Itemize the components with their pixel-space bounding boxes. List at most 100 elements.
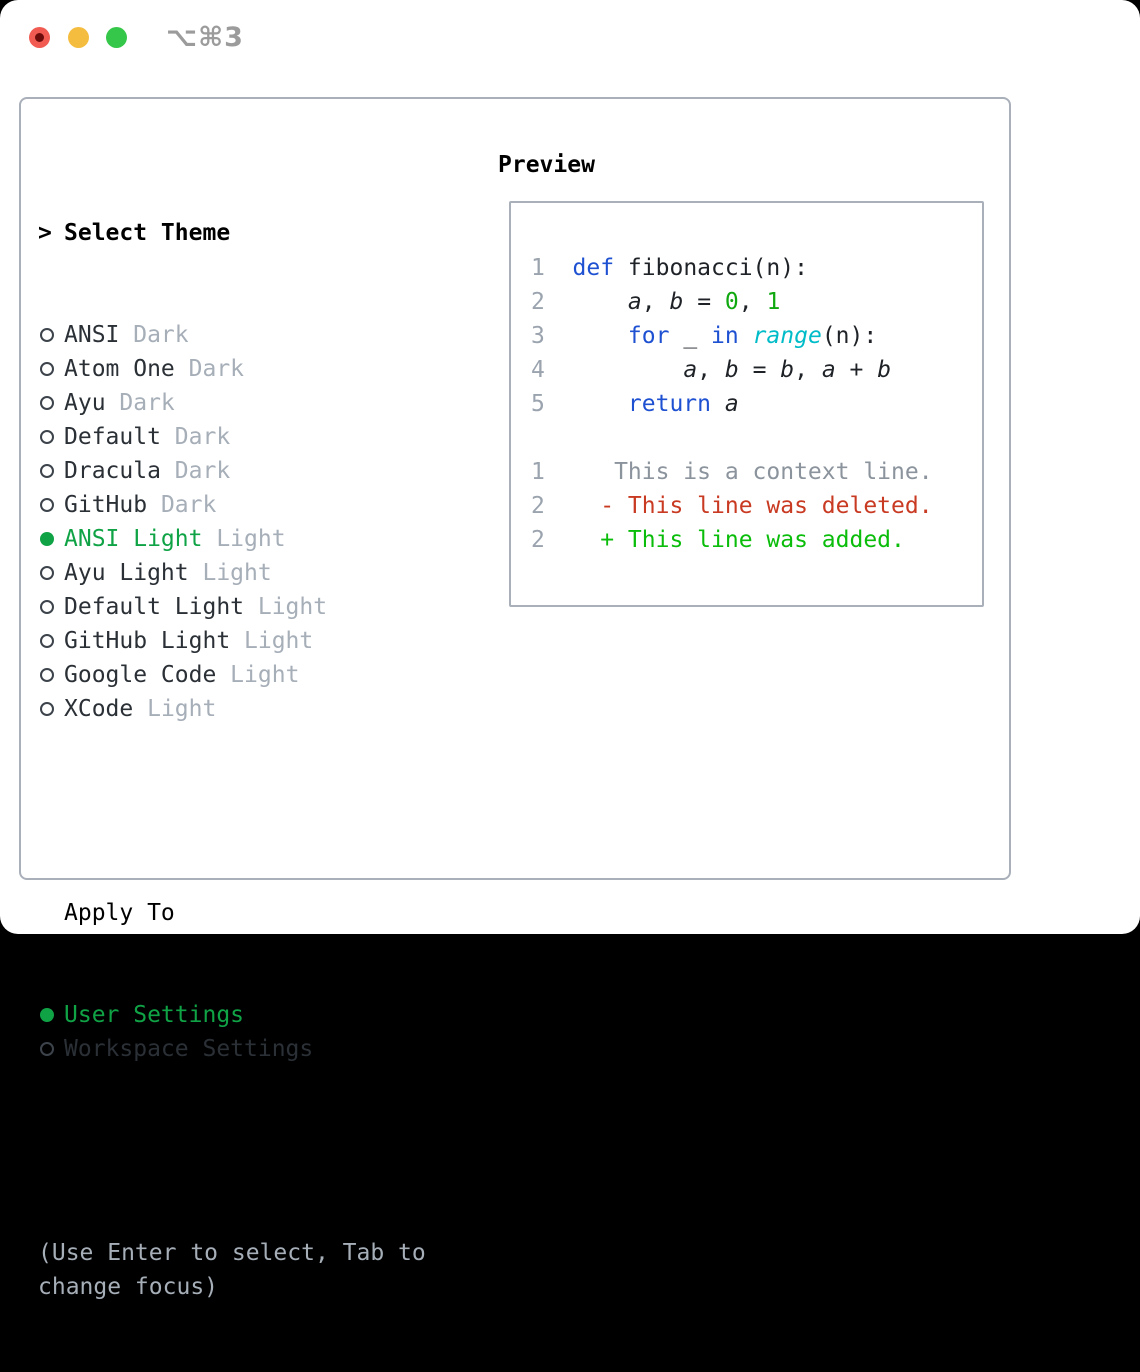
option-variant-label: Light — [202, 526, 286, 552]
radio-unselected-icon — [38, 600, 64, 614]
option-variant-label: Dark — [160, 424, 231, 450]
line-number: 4 — [531, 357, 545, 383]
theme-option-google-code[interactable]: Google Code Light — [38, 658, 426, 692]
theme-option-ayu[interactable]: Ayu Dark — [38, 386, 426, 420]
theme-option-github[interactable]: GitHub Dark — [38, 488, 426, 522]
code-segment-kw: for — [627, 323, 670, 349]
theme-option-xcode[interactable]: XCode Light — [38, 692, 426, 726]
option-variant-label: Light — [244, 594, 328, 620]
preview-title: Preview — [498, 152, 595, 178]
diff-line-deleted: 2 - This line was deleted. — [531, 489, 933, 523]
close-button[interactable] — [29, 27, 50, 48]
radio-unselected-icon — [38, 498, 64, 512]
theme-option-default[interactable]: Default Dark — [38, 420, 426, 454]
select-theme-header: > Select Theme — [38, 216, 426, 250]
apply-to-header: Apply To — [38, 896, 426, 930]
line-number: 1 — [531, 459, 545, 485]
help-text-line: (Use Enter to select, Tab to — [38, 1240, 426, 1266]
radio-unselected-icon — [38, 464, 64, 478]
code-segment-plain: , — [738, 289, 767, 315]
radio-unselected-icon — [38, 702, 64, 716]
help-text-line: change focus) — [38, 1274, 219, 1300]
theme-option-dracula[interactable]: Dracula Dark — [38, 454, 426, 488]
code-segment-plain — [573, 391, 628, 417]
maximize-button[interactable] — [106, 27, 127, 48]
code-line: 3 for _ in range(n): — [531, 319, 933, 353]
code-line: 2 a, b = 0, 1 — [531, 285, 933, 319]
help-text: (Use Enter to select, Tab to change focus… — [38, 1236, 426, 1304]
radio-unselected-icon — [38, 328, 64, 342]
option-label: Dracula — [64, 458, 161, 484]
code-segment-fn: range — [752, 323, 822, 349]
option-label: Default Light — [64, 594, 245, 620]
code-segment-ctx: This is a context line. — [572, 459, 933, 485]
apply-to-title: Apply To — [64, 900, 175, 926]
line-number: 5 — [531, 391, 545, 417]
option-label: Default — [64, 424, 161, 450]
focus-cursor-icon: > — [38, 220, 52, 246]
theme-option-ansi-light[interactable]: ANSI Light Light — [38, 522, 426, 556]
option-variant-label: Light — [188, 560, 272, 586]
blank-line — [531, 421, 933, 455]
code-segment-plain: , — [794, 357, 822, 383]
option-label: Ayu — [64, 390, 106, 416]
window-shortcut-label: ⌥⌘3 — [166, 22, 244, 53]
code-segment-plain: , — [641, 289, 670, 315]
select-theme-title: Select Theme — [64, 220, 231, 246]
title-bar: ⌥⌘3 — [0, 0, 1140, 76]
code-segment-var: b — [724, 357, 739, 383]
option-variant-label: Light — [133, 696, 217, 722]
code-segment-var: b — [780, 357, 795, 383]
option-variant-label: Light — [230, 628, 314, 654]
option-label: Google Code — [64, 662, 217, 688]
option-label: User Settings — [64, 1002, 245, 1028]
radio-unselected-icon — [38, 668, 64, 682]
code-segment-var: b — [877, 357, 892, 383]
code-segment-plain: _ — [669, 323, 712, 349]
close-button-dot — [35, 33, 44, 42]
diff-line-context: 1 This is a context line. — [531, 455, 933, 489]
code-segment-plain: = — [738, 357, 781, 383]
code-segment-plain — [573, 527, 601, 553]
code-line: 5 return a — [531, 387, 933, 421]
radio-unselected-icon — [38, 430, 64, 444]
code-segment-del: - This line was deleted. — [600, 493, 933, 519]
line-number: 3 — [531, 323, 545, 349]
code-segment-plain — [573, 323, 628, 349]
theme-option-ansi[interactable]: ANSI Dark — [38, 318, 426, 352]
code-segment-plain: (n): — [821, 323, 878, 349]
code-segment-plain: , — [697, 357, 725, 383]
code-segment-plain — [573, 289, 628, 315]
code-segment-add: + This line was added. — [600, 527, 905, 553]
option-label: Atom One — [64, 356, 175, 382]
code-segment-plain — [711, 391, 725, 417]
minimize-button[interactable] — [68, 27, 89, 48]
line-number: 2 — [531, 493, 545, 519]
theme-option-atom-one[interactable]: Atom One Dark — [38, 352, 426, 386]
theme-option-default-light[interactable]: Default Light Light — [38, 590, 426, 624]
code-line: 4 a, b = b, a + b — [531, 353, 933, 387]
apply-option-workspace-settings[interactable]: Workspace Settings — [38, 1032, 426, 1066]
code-segment-var: a — [821, 357, 836, 383]
radio-unselected-icon — [38, 634, 64, 648]
code-segment-plain — [573, 357, 684, 383]
option-variant-label: Dark — [119, 322, 189, 348]
radio-unselected-icon — [38, 1042, 64, 1056]
option-label: ANSI — [64, 322, 120, 348]
option-variant-label: Dark — [105, 390, 175, 416]
option-variant-label: Dark — [147, 492, 217, 518]
code-segment-num: 0 — [724, 289, 739, 315]
apply-option-user-settings[interactable]: User Settings — [38, 998, 426, 1032]
option-label: XCode — [64, 696, 134, 722]
code-segment-plain: + — [835, 357, 878, 383]
option-label: Workspace Settings — [64, 1036, 314, 1062]
spacer — [38, 1134, 426, 1168]
code-segment-var: a — [627, 289, 642, 315]
theme-option-ayu-light[interactable]: Ayu Light Light — [38, 556, 426, 590]
radio-unselected-icon — [38, 566, 64, 580]
radio-selected-icon — [38, 532, 64, 546]
theme-option-github-light[interactable]: GitHub Light Light — [38, 624, 426, 658]
